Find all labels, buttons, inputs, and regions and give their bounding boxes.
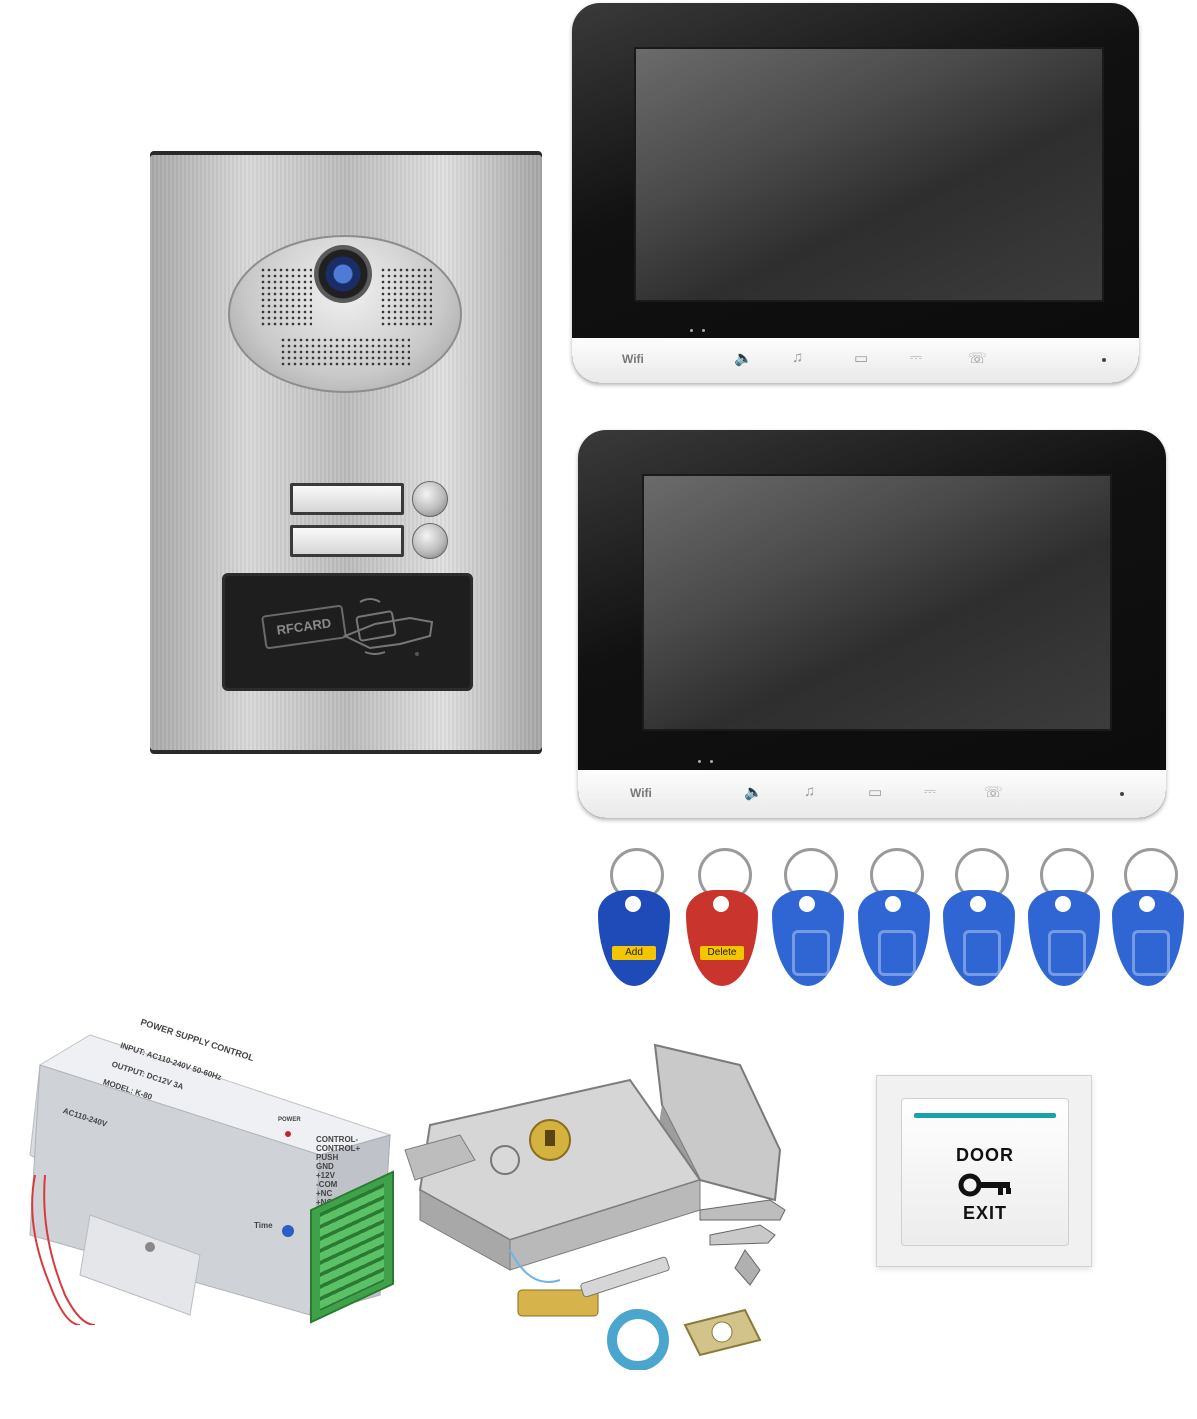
- music-note-icon[interactable]: ♫: [792, 349, 804, 366]
- fob-body: Add: [598, 890, 670, 986]
- time-dial-icon[interactable]: [282, 1225, 294, 1237]
- fob-emboss: [1132, 930, 1170, 976]
- monitor-icon[interactable]: ▭: [854, 350, 869, 367]
- status-led: [698, 760, 701, 763]
- camera-lens-icon: [314, 245, 372, 303]
- indoor-monitor-2: Wifi 🔈 ♫ ▭ ⎓ ☏: [578, 430, 1166, 818]
- status-led: [710, 760, 713, 763]
- fob-hole: [713, 896, 729, 912]
- power-supply: POWER SUPPLY CONTROL INPUT: AC110-240V 5…: [20, 1017, 398, 1325]
- status-led: [702, 329, 705, 332]
- exit-button[interactable]: DOOR EXIT: [901, 1098, 1069, 1246]
- key-fob-add: Add: [598, 848, 670, 986]
- name-slot-2: [290, 525, 404, 557]
- monitor-screen[interactable]: [642, 474, 1112, 731]
- key-fob: [1112, 848, 1184, 986]
- key-fob-delete: Delete: [686, 848, 758, 986]
- monitor-icon[interactable]: ▭: [868, 784, 883, 801]
- phone-icon[interactable]: ☏: [984, 784, 1003, 801]
- fob-hole: [1055, 896, 1071, 912]
- lock-cylinder-icon: [517, 1256, 670, 1317]
- music-note-icon[interactable]: ♫: [804, 783, 816, 800]
- fob-body: Delete: [686, 890, 758, 986]
- psu-power-led-label: POWER: [278, 1117, 301, 1123]
- terminal-label: -COM: [316, 1180, 338, 1189]
- terminal-screws: [320, 1183, 384, 1311]
- speaker-grille-bottom: [280, 337, 410, 367]
- key-fob: [772, 848, 844, 986]
- monitor-screen[interactable]: [634, 47, 1104, 302]
- terminal-label: PUSH: [316, 1153, 339, 1162]
- fob-emboss: [878, 930, 916, 976]
- key-fob-row: Add Delete: [598, 848, 1197, 998]
- fob-emboss: [792, 930, 830, 976]
- fob-hole: [970, 896, 986, 912]
- reader-led: [415, 652, 419, 656]
- exit-label: EXIT: [962, 1203, 1007, 1223]
- key-fob: [1028, 848, 1100, 986]
- electric-lock: [404, 1043, 786, 1370]
- fob-hole: [799, 896, 815, 912]
- door-station: RFCARD: [150, 155, 542, 750]
- camera-speaker-plate: [228, 235, 462, 393]
- indicator-dot: [1120, 792, 1124, 796]
- monitor-bezel: Wifi 🔈 ♫ ▭ ⎓ ☏: [578, 770, 1166, 818]
- fob-body: [858, 890, 930, 986]
- power-supply-body: [29, 1034, 392, 1325]
- status-led: [690, 329, 693, 332]
- speaker-icon[interactable]: 🔈: [744, 784, 763, 801]
- fob-body: [1028, 890, 1100, 986]
- indicator-dot: [1102, 358, 1106, 362]
- fob-hole: [1139, 896, 1155, 912]
- fob-body: [1112, 890, 1184, 986]
- fob-body: [943, 890, 1015, 986]
- wifi-label: Wifi: [622, 352, 644, 366]
- exit-door-label: DOOR: [956, 1145, 1014, 1165]
- phone-icon[interactable]: ☏: [968, 350, 987, 367]
- speaker-grille-right: [380, 267, 432, 327]
- key-icon: [958, 1173, 1011, 1197]
- exit-indicator-bar: [914, 1113, 1056, 1118]
- exit-button-plate: DOOR EXIT: [876, 1075, 1092, 1267]
- key-icon[interactable]: ⎓: [924, 783, 936, 800]
- call-button-2[interactable]: [412, 523, 448, 559]
- terminal-label: CONTROL-: [316, 1135, 359, 1144]
- psu-time-label: Time: [254, 1221, 273, 1230]
- key-icon[interactable]: ⎓: [910, 349, 922, 366]
- speaker-icon[interactable]: 🔈: [734, 350, 753, 367]
- terminal-label: +NC: [316, 1189, 333, 1198]
- fob-label-add: Add: [612, 946, 656, 960]
- key-fob: [858, 848, 930, 986]
- terminal-label: GND: [316, 1162, 334, 1171]
- wifi-label: Wifi: [630, 786, 652, 800]
- fob-hole: [885, 896, 901, 912]
- name-slot-1: [290, 483, 404, 515]
- call-button-1[interactable]: [412, 481, 448, 517]
- fob-emboss: [1048, 930, 1086, 976]
- terminal-label: CONTROL+: [316, 1144, 361, 1153]
- indoor-monitor-1: Wifi 🔈 ♫ ▭ ⎓ ☏: [572, 3, 1139, 383]
- fob-hole: [625, 896, 641, 912]
- terminal-label: +12V: [316, 1171, 335, 1180]
- lock-keys-icon: [699, 1199, 786, 1286]
- hand-card-icon: [342, 598, 434, 655]
- key-fob: [943, 848, 1015, 986]
- fob-emboss: [963, 930, 1001, 976]
- monitor-bezel: Wifi 🔈 ♫ ▭ ⎓ ☏: [572, 338, 1139, 383]
- fob-body: [772, 890, 844, 986]
- speaker-grille-left: [260, 267, 312, 327]
- card-reader-label: RFCARD: [261, 604, 347, 650]
- card-reader: RFCARD: [222, 573, 473, 691]
- fob-label-delete: Delete: [700, 946, 744, 960]
